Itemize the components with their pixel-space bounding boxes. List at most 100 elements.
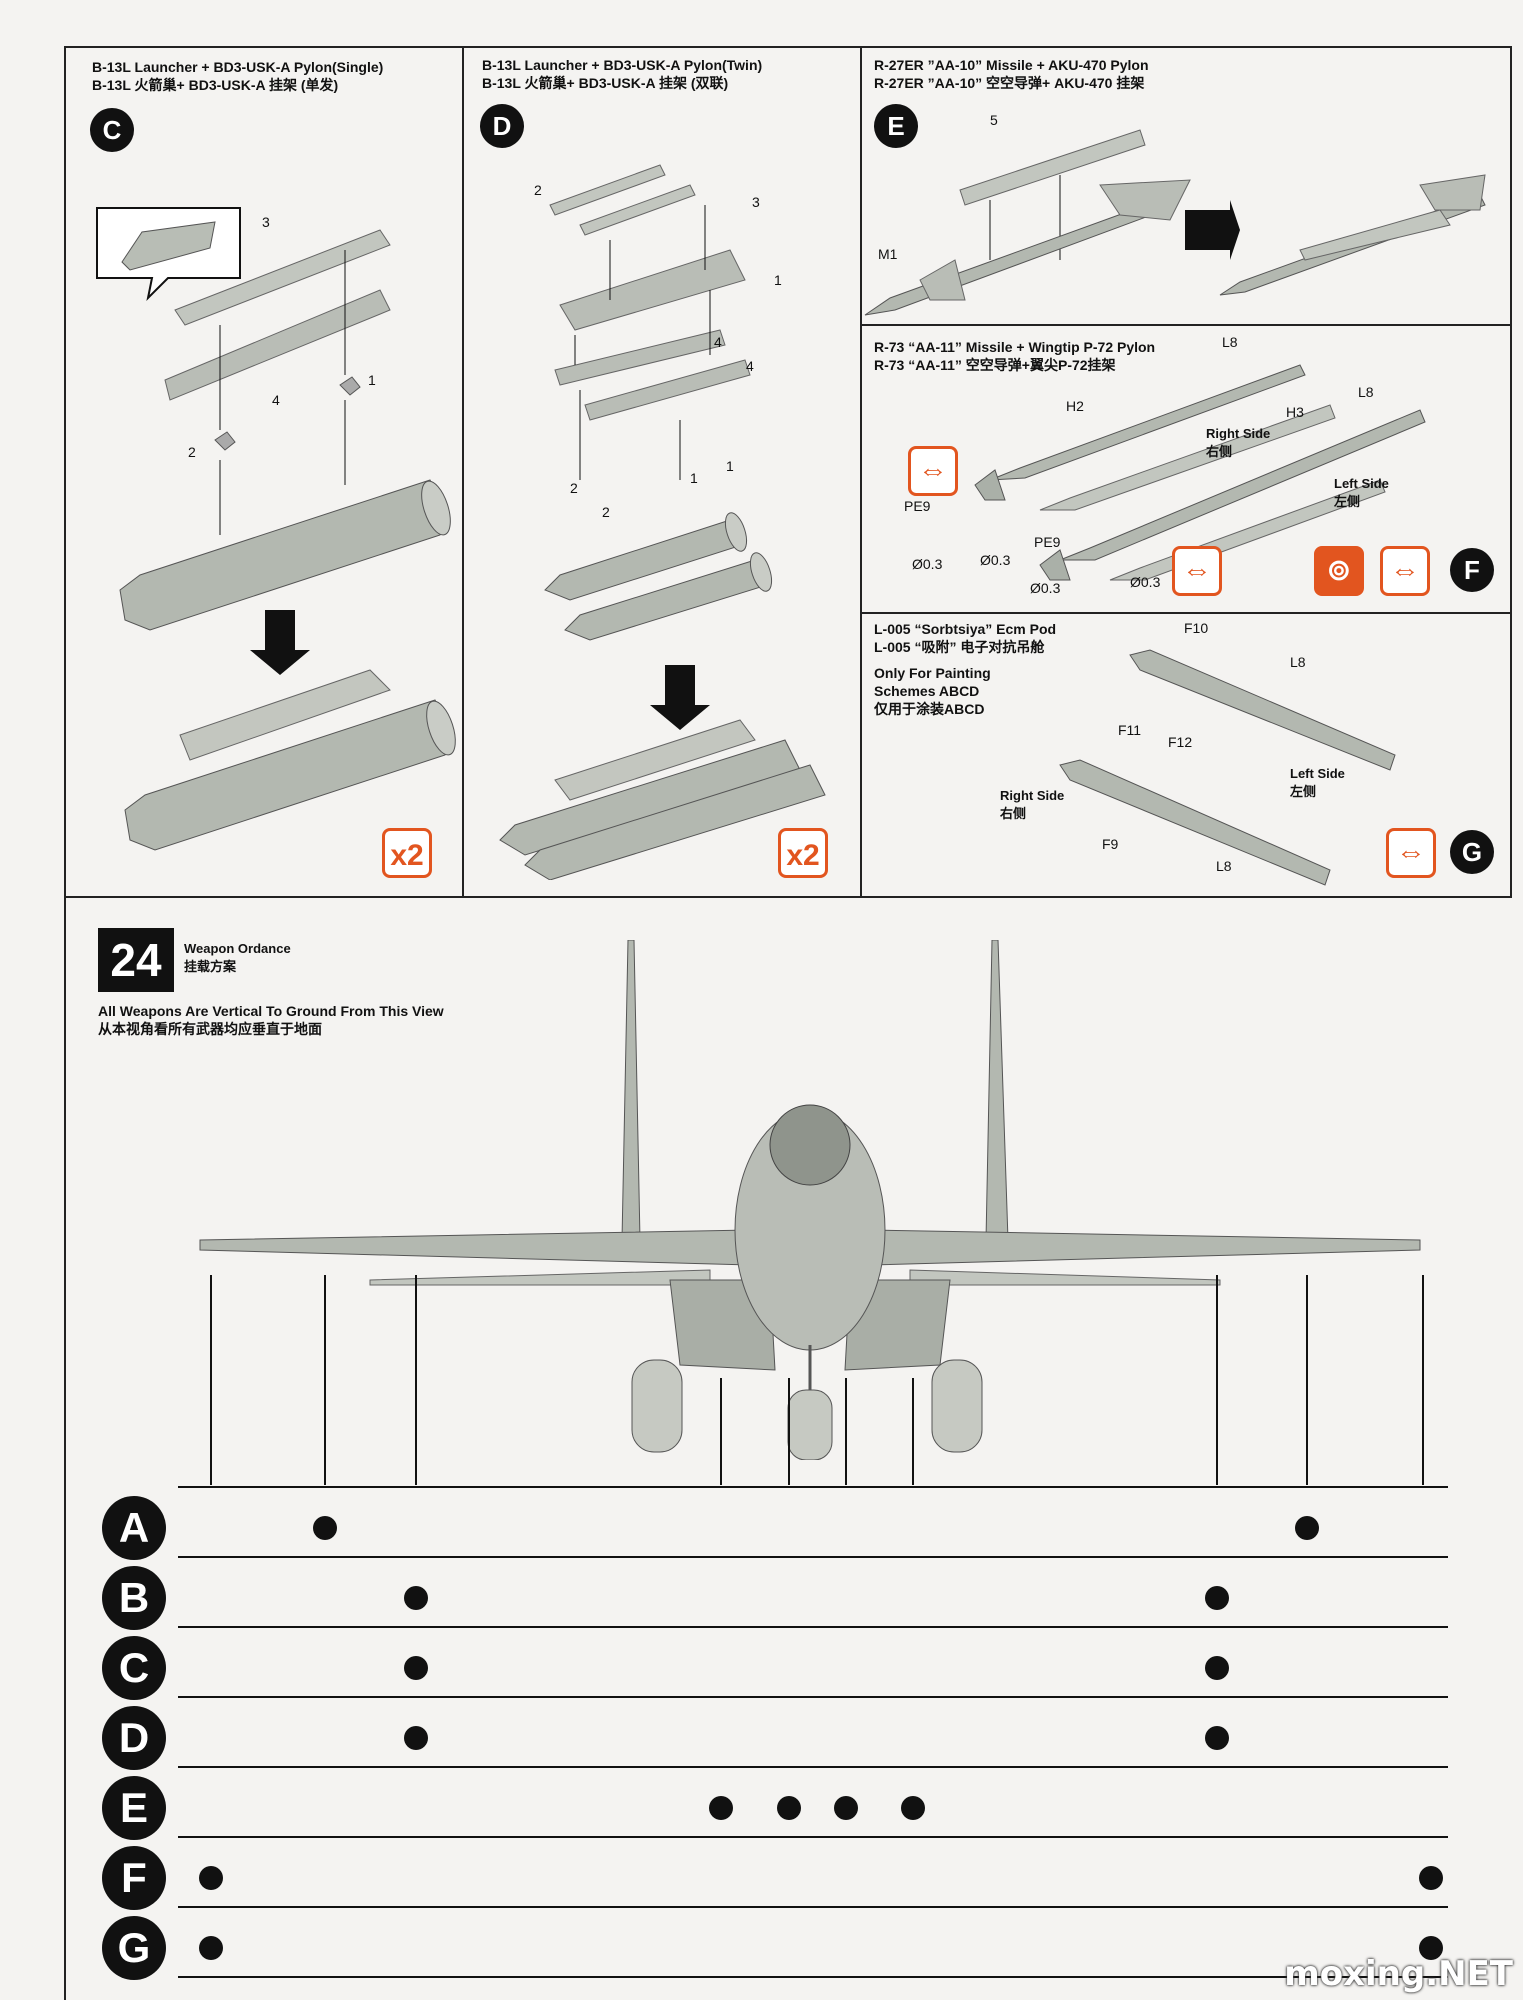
loadout-row-letter: E <box>102 1776 166 1840</box>
panel-f-callout-h3: H3 <box>1286 404 1304 420</box>
loadout-dot-station-6 <box>834 1796 858 1820</box>
divider-de <box>860 46 862 898</box>
mirror-arrows-icon: ⇔ <box>1386 828 1436 878</box>
panel-f-callout-h2: H2 <box>1066 398 1084 414</box>
panel-g-note-line-3: 仅用于涂装ABCD <box>874 701 985 717</box>
aircraft-front-view <box>199 940 1421 1460</box>
station-line-4 <box>720 1378 722 1485</box>
panel-e-title-cn: R-27ER ”AA-10” 空空导弹+ AKU-470 挂架 <box>874 75 1145 91</box>
panel-c-callout-3: 3 <box>262 214 270 230</box>
panel-f-drawing <box>974 364 1426 581</box>
panel-d-quantity-badge: x2 <box>778 828 828 878</box>
panel-d-title-en: B-13L Launcher + BD3-USK-A Pylon(Twin) <box>482 57 763 73</box>
panel-g-note-line-2: Schemes ABCD <box>874 683 980 699</box>
frame-left <box>64 46 66 2000</box>
loadout-dot-station-10 <box>1419 1866 1443 1890</box>
frame-right <box>1510 46 1512 898</box>
panel-d-callout-3: 3 <box>752 194 760 210</box>
loadout-row-letter: D <box>102 1706 166 1770</box>
drill-hole-icon: ⊚ <box>1314 546 1364 596</box>
panel-f-callout-dia3: Ø0.3 <box>1030 580 1061 596</box>
panel-d-callout-4a: 4 <box>714 334 722 350</box>
panel-g-callout-l8b: L8 <box>1216 858 1232 874</box>
ordnance-note: All Weapons Are Vertical To Ground From … <box>98 1002 444 1038</box>
step-f-badge: F <box>1450 548 1494 592</box>
mirror-arrows-icon: ⇔ <box>908 446 958 496</box>
panel-f-callout-dia1: Ø0.3 <box>912 556 943 572</box>
panel-f-callout-pe9b: PE9 <box>1034 534 1061 550</box>
loadout-row-divider <box>178 1626 1448 1628</box>
station-line-8 <box>1216 1275 1218 1485</box>
panel-f-right-side: Right Side 右侧 <box>1206 426 1270 460</box>
ordnance-title-cn: 挂载方案 <box>184 959 237 974</box>
panel-e-callout-m1: M1 <box>878 246 898 262</box>
loadout-dot-station-10 <box>1419 1936 1443 1960</box>
panel-g-title-cn: L-005 “吸附” 电子对抗吊舱 <box>874 639 1045 655</box>
panel-g-title: L-005 “Sorbtsiya” Ecm Pod L-005 “吸附” 电子对… <box>874 620 1056 656</box>
step-24-badge: 24 <box>98 928 174 992</box>
panel-c-quantity-badge: x2 <box>382 828 432 878</box>
loadout-row-letter: G <box>102 1916 166 1980</box>
ordnance-note-cn: 从本视角看所有武器均应垂直于地面 <box>98 1021 322 1037</box>
panel-f-title: R-73 “AA-11” Missile + Wingtip P-72 Pylo… <box>874 338 1155 374</box>
panel-e-title: R-27ER ”AA-10” Missile + AKU-470 Pylon R… <box>874 56 1149 92</box>
panel-c-callout-4: 4 <box>272 392 280 408</box>
panel-f-callout-pe9a: PE9 <box>904 498 931 514</box>
panel-g-left-side-en: Left Side <box>1290 766 1345 781</box>
panel-f-title-en: R-73 “AA-11” Missile + Wingtip P-72 Pylo… <box>874 339 1156 355</box>
loadout-dot-station-7 <box>901 1796 925 1820</box>
station-line-3 <box>415 1275 417 1485</box>
loadout-row-divider <box>178 1976 1448 1978</box>
panel-g-callout-f11: F11 <box>1118 722 1142 738</box>
loadout-dot-station-4 <box>709 1796 733 1820</box>
panel-f-right-side-en: Right Side <box>1206 426 1271 441</box>
station-line-2 <box>324 1275 326 1485</box>
loadout-dot-station-1 <box>199 1936 223 1960</box>
panel-f-right-side-cn: 右侧 <box>1206 444 1233 459</box>
panel-g-callout-f10: F10 <box>1184 620 1209 636</box>
panel-g-right-side-cn: 右侧 <box>1000 806 1027 821</box>
panel-f-callout-dia2: Ø0.3 <box>980 552 1011 568</box>
panel-d-callout-1: 1 <box>774 272 782 288</box>
divider-f-g <box>860 612 1512 614</box>
divider-e-f <box>860 324 1512 326</box>
station-line-1 <box>210 1275 212 1485</box>
loadout-row-letter: A <box>102 1496 166 1560</box>
panel-f-left-side: Left Side 左侧 <box>1334 476 1389 510</box>
step-c-badge: C <box>90 108 134 152</box>
watermark: moxing.NET <box>1284 1954 1513 1994</box>
loadout-dot-station-2 <box>313 1516 337 1540</box>
mirror-arrows-icon: ⇔ <box>1380 546 1430 596</box>
loadout-row-divider <box>178 1556 1448 1558</box>
panel-f-callout-dia4: Ø0.3 <box>1130 574 1161 590</box>
panel-c-title-en: B-13L Launcher + BD3-USK-A Pylon(Single) <box>92 59 384 75</box>
panel-e-title-en: R-27ER ”AA-10” Missile + AKU-470 Pylon <box>874 57 1149 73</box>
panel-f-callout-l8a: L8 <box>1222 334 1238 350</box>
loadout-row-divider <box>178 1696 1448 1698</box>
panel-g-left-side-cn: 左侧 <box>1290 784 1317 799</box>
loadout-dot-station-5 <box>777 1796 801 1820</box>
loadout-dot-station-3 <box>404 1586 428 1610</box>
panel-c-drawing <box>96 207 456 851</box>
panel-f-callout-l8b: L8 <box>1358 384 1374 400</box>
panel-d-title: B-13L Launcher + BD3-USK-A Pylon(Twin) B… <box>482 56 762 92</box>
step-e-badge: E <box>874 104 918 148</box>
panel-f-left-side-cn: 左侧 <box>1334 494 1361 509</box>
panel-f-left-side-en: Left Side <box>1334 476 1389 491</box>
panel-c-callout-2: 2 <box>188 444 196 460</box>
loadout-dot-station-8 <box>1205 1586 1229 1610</box>
loadout-row-divider <box>178 1766 1448 1768</box>
panel-g-note: Only For Painting Schemes ABCD 仅用于涂装ABCD <box>874 664 991 718</box>
station-line-10 <box>1422 1275 1424 1485</box>
panel-g-callout-f12: F12 <box>1168 734 1193 750</box>
panel-g-right-side-en: Right Side <box>1000 788 1065 803</box>
panel-d-callout-4b: 4 <box>746 358 754 374</box>
panel-d-callout-1c: 1 <box>726 458 734 474</box>
station-line-5 <box>788 1378 790 1485</box>
loadout-dot-station-3 <box>404 1656 428 1680</box>
frame-top <box>64 46 1512 48</box>
panel-c-callout-1: 1 <box>368 372 376 388</box>
loadout-dot-station-1 <box>199 1866 223 1890</box>
panel-d-callout-2b: 2 <box>570 480 578 496</box>
